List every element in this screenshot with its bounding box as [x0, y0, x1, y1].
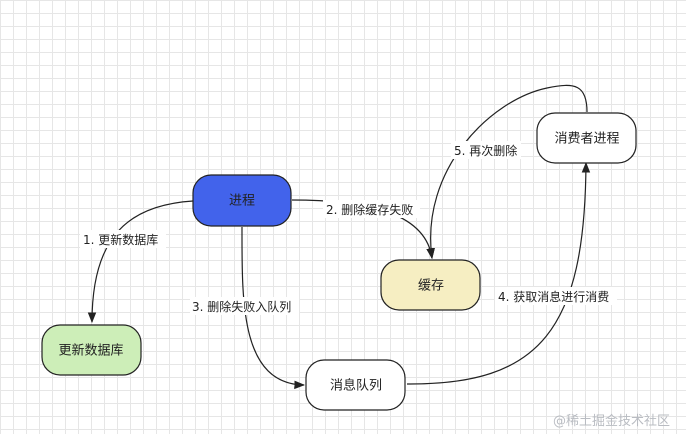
- node-queue-label: 消息队列: [330, 378, 382, 394]
- node-cache[interactable]: 缓存: [380, 259, 481, 311]
- node-consumer[interactable]: 消费者进程: [536, 112, 637, 164]
- edge-update-db: [87, 200, 194, 324]
- edge-label-bg: [451, 141, 521, 159]
- edge-enqueue: [241, 226, 306, 390]
- watermark: @稀土掘金技术社区: [553, 413, 670, 429]
- edge-label-delete-again: 5. 再次删除: [454, 143, 517, 158]
- edge-label-bg: [495, 287, 617, 305]
- node-consumer-label: 消费者进程: [554, 132, 619, 147]
- node-process-label: 进程: [229, 194, 255, 209]
- edge-label-update-db: 1. 更新数据库: [83, 232, 158, 247]
- node-update-db[interactable]: 更新数据库: [41, 324, 142, 376]
- edge-consume: [406, 161, 591, 385]
- edge-label-bg: [80, 230, 166, 248]
- node-cache-label: 缓存: [418, 279, 444, 294]
- edge-delete-again: [426, 84, 588, 260]
- edge-label-delete-cache: 2. 删除缓存失败: [326, 202, 413, 217]
- edge-label-enqueue: 3. 删除失败入队列: [192, 299, 291, 314]
- node-update-db-label: 更新数据库: [58, 343, 123, 359]
- edge-label-bg: [190, 297, 299, 315]
- node-queue[interactable]: 消息队列: [305, 359, 406, 411]
- node-process[interactable]: 进程: [192, 174, 292, 227]
- edge-label-consume: 4. 获取消息进行消费: [498, 289, 609, 304]
- edge-label-bg: [323, 200, 420, 218]
